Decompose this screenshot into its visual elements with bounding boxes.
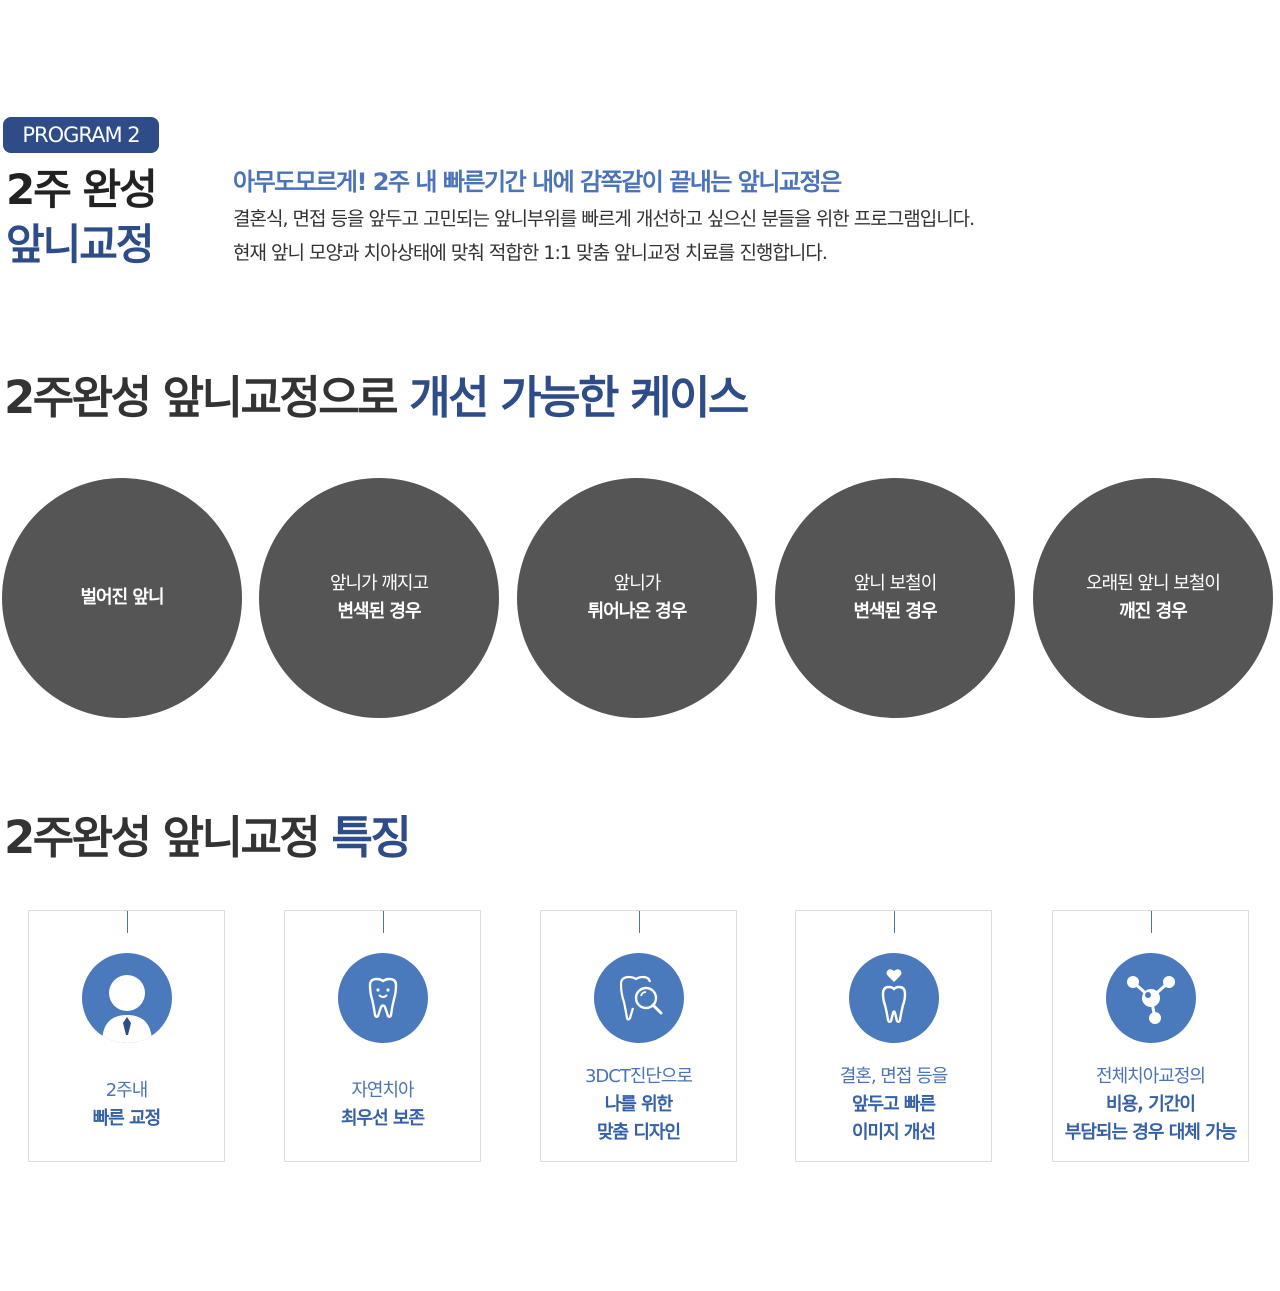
feature-card-fast: 2주내 빠른 교정: [28, 910, 225, 1162]
feature-text-line1: 결혼, 면접 등을: [839, 1066, 949, 1087]
feature-text-line2: 나를 위한: [604, 1094, 674, 1115]
feature-text-line2: 최우선 보존: [340, 1108, 425, 1129]
card-connector-line: [127, 911, 128, 933]
cases-title-accent: 개선 가능한 케이스: [409, 371, 749, 424]
feature-card-alternative: 전체치아교정의 비용, 기간이 부담되는 경우 대체 가능: [1052, 910, 1249, 1162]
case-circle-broken-prosthesis: 오래된 앞니 보철이 깨진 경우: [1033, 478, 1273, 718]
feature-text-line2: 앞두고 빠른: [851, 1094, 936, 1115]
program-title-line1: 2주 완성: [6, 165, 158, 214]
case-circle-chipped-discolored: 앞니가 깨지고 변색된 경우: [259, 478, 499, 718]
feature-text: 2주내 빠른 교정: [29, 1077, 224, 1133]
feature-card-3dct: 3DCT진단으로 나를 위한 맞춤 디자인: [540, 910, 737, 1162]
intro-description-1: 결혼식, 면접 등을 앞두고 고민되는 앞니부위를 빠르게 개선하고 싶으신 분…: [233, 208, 975, 230]
case-circle-gapped-teeth: 벌어진 앞니: [2, 478, 242, 718]
card-connector-line: [383, 911, 384, 933]
card-connector-line: [639, 911, 640, 933]
program-intro: 아무도모르게! 2주 내 빠른기간 내에 감쪽같이 끝내는 앞니교정은 결혼식,…: [233, 165, 975, 270]
feature-text: 결혼, 면접 등을 앞두고 빠른 이미지 개선: [796, 1063, 991, 1147]
tooth-magnifier-icon: [594, 953, 684, 1043]
case-label-line2: 변색된 경우: [853, 601, 937, 622]
feature-text-line2: 비용, 기간이: [1106, 1094, 1196, 1115]
program-title-line2: 앞니교정: [6, 220, 155, 269]
feature-text: 자연치아 최우선 보존: [285, 1077, 480, 1133]
features-title-main: 2주완성 앞니교정: [4, 811, 332, 864]
program-title: 2주 완성 앞니교정: [6, 162, 158, 272]
case-label-line1: 앞니가: [613, 573, 662, 594]
program-badge: PROGRAM 2: [3, 117, 159, 153]
feature-text-line3: 부담되는 경우 대체 가능: [1064, 1122, 1237, 1143]
case-label-line2: 튀어나온 경우: [587, 601, 688, 622]
cases-title-main: 2주완성 앞니교정으로: [4, 371, 410, 424]
card-connector-line: [894, 911, 895, 933]
feature-text-line2: 빠른 교정: [92, 1108, 162, 1129]
feature-text-line1: 전체치아교정의: [1096, 1066, 1206, 1087]
tooth-heart-icon: [849, 953, 939, 1043]
case-circle-discolored-prosthesis: 앞니 보철이 변색된 경우: [775, 478, 1015, 718]
smiling-tooth-icon: [338, 953, 428, 1043]
intro-description-2: 현재 앞니 모양과 치아상태에 맞춰 적합한 1:1 맞춤 앞니교정 치료를 진…: [233, 242, 828, 264]
features-section-title: 2주완성 앞니교정 특징: [4, 808, 412, 868]
case-label-line1: 앞니 보철이: [853, 573, 938, 594]
feature-text-line1: 2주내: [105, 1080, 149, 1101]
case-label-line1: 앞니가 깨지고: [329, 573, 429, 594]
feature-text: 3DCT진단으로 나를 위한 맞춤 디자인: [541, 1063, 736, 1147]
features-title-accent: 특징: [331, 811, 411, 864]
person-icon: [82, 953, 172, 1043]
case-label-line1: 오래된 앞니 보철이: [1086, 573, 1221, 594]
feature-card-image-improvement: 결혼, 면접 등을 앞두고 빠른 이미지 개선: [795, 910, 992, 1162]
feature-text-line1: 자연치아: [351, 1080, 414, 1101]
card-connector-line: [1151, 911, 1152, 933]
molecule-icon: [1106, 953, 1196, 1043]
case-label: 벌어진 앞니: [80, 587, 164, 608]
feature-text: 전체치아교정의 비용, 기간이 부담되는 경우 대체 가능: [1053, 1063, 1248, 1147]
feature-text-line3: 이미지 개선: [851, 1122, 936, 1143]
feature-text-line3: 맞춤 디자인: [596, 1122, 681, 1143]
case-circle-protruding: 앞니가 튀어나온 경우: [517, 478, 757, 718]
intro-headline: 아무도모르게! 2주 내 빠른기간 내에 감쪽같이 끝내는 앞니교정은: [233, 168, 842, 196]
case-label-line2: 변색된 경우: [337, 601, 421, 622]
feature-card-natural-teeth: 자연치아 최우선 보존: [284, 910, 481, 1162]
cases-section-title: 2주완성 앞니교정으로 개선 가능한 케이스: [4, 368, 749, 428]
feature-text-line1: 3DCT진단으로: [584, 1066, 693, 1087]
case-label-line2: 깨진 경우: [1119, 601, 1188, 622]
